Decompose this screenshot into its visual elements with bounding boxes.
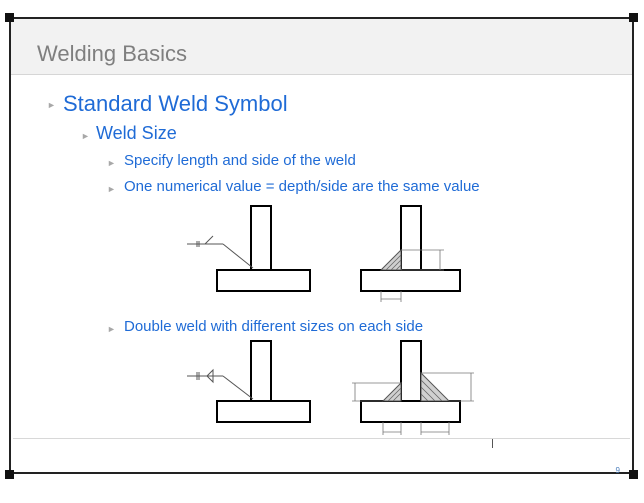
bullet-marker-icon: ► bbox=[107, 324, 116, 334]
page-number: 9 bbox=[615, 466, 620, 475]
slide-title: Welding Basics bbox=[37, 41, 187, 66]
bullet-marker-icon: ► bbox=[47, 100, 56, 110]
slide: Welding Basics ► Standard Weld Symbol ► … bbox=[9, 17, 634, 475]
slide-header: Welding Basics bbox=[11, 19, 632, 75]
bullet-standard-weld-symbol: Standard Weld Symbol bbox=[63, 91, 288, 116]
frame-corner-handle bbox=[629, 470, 638, 479]
bullet-marker-icon: ► bbox=[107, 158, 116, 168]
tee-weld-symbol-drawing bbox=[187, 205, 311, 292]
frame-corner-handle bbox=[629, 13, 638, 22]
tee-double-fillet-drawing bbox=[352, 340, 474, 435]
bullet-marker-icon: ► bbox=[81, 131, 90, 141]
tee-single-fillet-drawing bbox=[360, 205, 461, 302]
frame-corner-handle bbox=[5, 13, 14, 22]
footer-tick bbox=[492, 439, 493, 448]
bullet-weld-size: Weld Size bbox=[96, 123, 177, 143]
footer-divider bbox=[13, 438, 630, 439]
bullet-one-value: One numerical value = depth/side are the… bbox=[124, 178, 480, 195]
tee-double-weld-symbol-drawing bbox=[187, 340, 311, 423]
frame-corner-handle bbox=[5, 470, 14, 479]
bullet-marker-icon: ► bbox=[107, 184, 116, 194]
bullet-length-side: Specify length and side of the weld bbox=[124, 152, 356, 169]
bullet-double-weld: Double weld with different sizes on each… bbox=[124, 318, 424, 335]
